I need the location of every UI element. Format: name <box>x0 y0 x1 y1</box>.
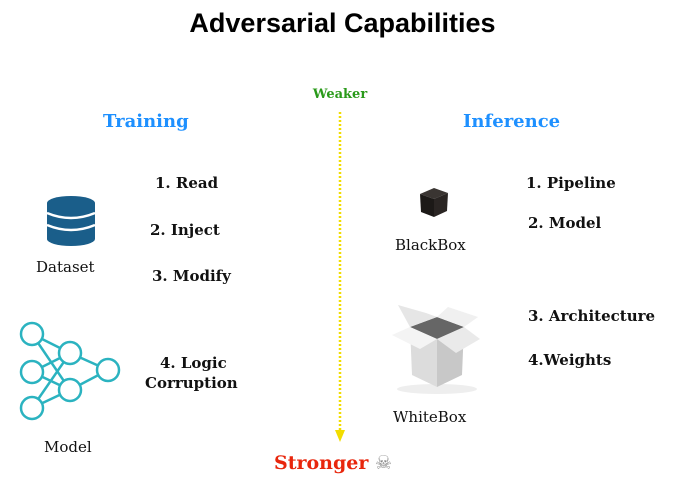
stronger-label: Stronger ☠ <box>274 452 392 474</box>
strength-arrow <box>335 112 345 442</box>
inference-heading: Inference <box>463 111 561 132</box>
inference-item-weights: 4.Weights <box>528 351 612 369</box>
stronger-text: Stronger <box>274 452 369 474</box>
dataset-label: Dataset <box>36 258 95 276</box>
training-heading: Training <box>103 111 189 132</box>
training-item-corruption: Corruption <box>145 374 238 392</box>
inference-item-pipeline: 1. Pipeline <box>526 174 616 192</box>
training-item-modify: 3. Modify <box>152 267 231 285</box>
training-item-logic: 4. Logic <box>160 354 227 372</box>
inference-item-architecture: 3. Architecture <box>528 307 656 325</box>
database-icon <box>46 196 96 246</box>
skull-crossbones-icon: ☠ <box>375 452 393 474</box>
training-item-read: 1. Read <box>155 174 219 192</box>
model-label: Model <box>44 438 92 456</box>
training-item-inject: 2. Inject <box>150 221 220 239</box>
black-cube-icon <box>420 188 448 217</box>
diagram-title: Adversarial Capabilities <box>189 8 496 38</box>
blackbox-label: BlackBox <box>395 236 466 254</box>
inference-item-model: 2. Model <box>528 214 602 232</box>
weaker-label: Weaker <box>312 87 368 102</box>
whitebox-label: WhiteBox <box>393 408 467 426</box>
neural-network-icon <box>19 321 121 421</box>
open-box-icon <box>392 305 480 394</box>
